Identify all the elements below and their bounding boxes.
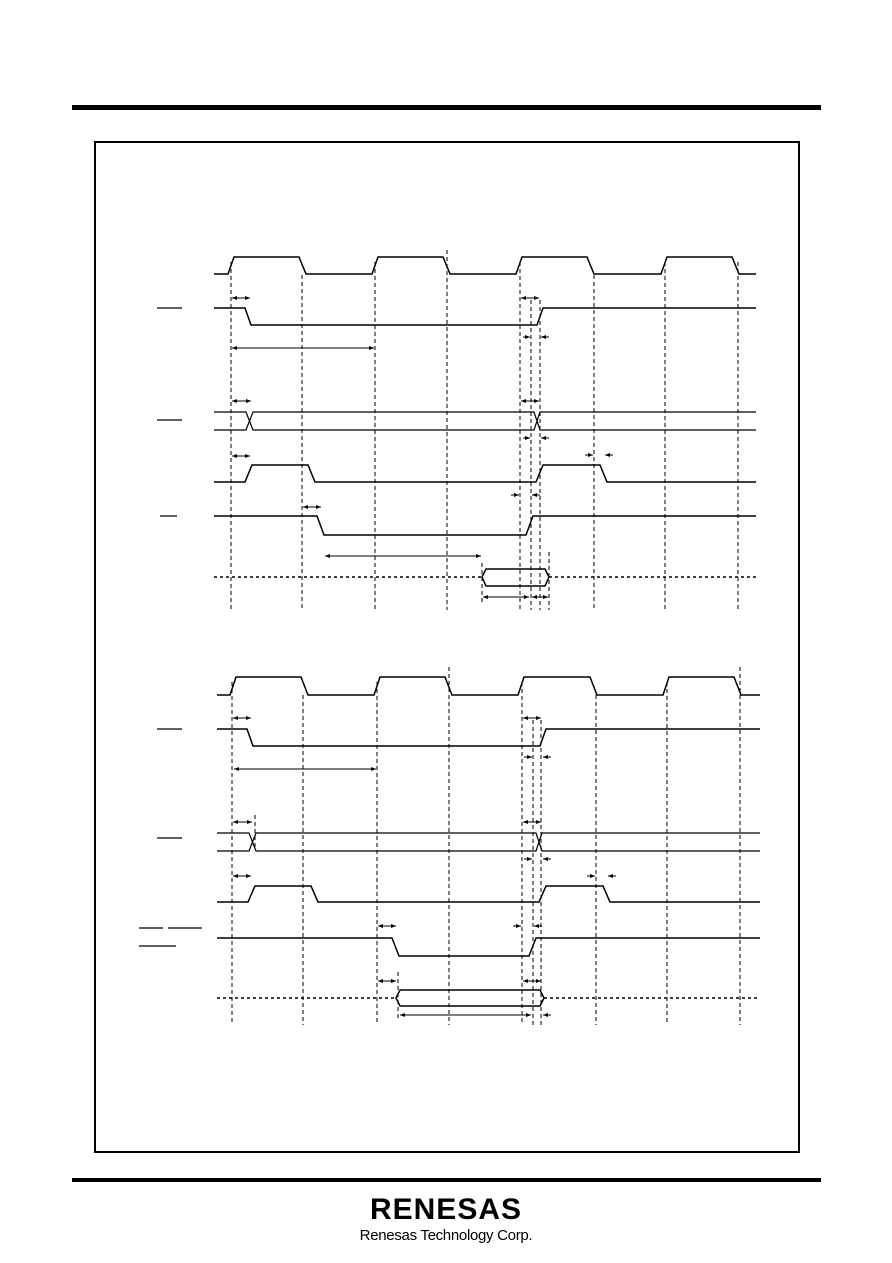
panel-1-data-bus bbox=[214, 568, 756, 587]
footer-rule bbox=[72, 1178, 821, 1182]
panel-1 bbox=[157, 250, 756, 610]
panel-1-signal-3-waveform bbox=[214, 464, 756, 483]
panel-2-data-bus bbox=[217, 989, 760, 1007]
panel-2-clock-waveform bbox=[217, 676, 760, 696]
timing-diagram-frame bbox=[94, 141, 800, 1153]
panel-2-signal-3-waveform bbox=[217, 885, 760, 903]
panel-1-signal-2-waveform bbox=[214, 411, 756, 431]
panel-1-signal-1-waveform bbox=[214, 307, 756, 326]
panel-2 bbox=[139, 667, 760, 1025]
panel-2-signal-2-waveform bbox=[217, 832, 760, 852]
panel-1-guides bbox=[230, 250, 739, 610]
panel-2-signal-1-waveform bbox=[217, 728, 760, 747]
panel-2-signal-4-waveform bbox=[217, 937, 760, 957]
panel-1-clock-waveform bbox=[214, 256, 756, 275]
panel-2-signal-4-label-bars bbox=[139, 927, 202, 947]
panel-2-guides bbox=[231, 667, 741, 1025]
header-rule bbox=[72, 105, 821, 110]
panel-1-signal-4-waveform bbox=[214, 515, 756, 536]
company-name: Renesas Technology Corp. bbox=[359, 1227, 533, 1244]
renesas-logo-icon: RENESAS bbox=[369, 1193, 523, 1226]
footer-logo: RENESAS Renesas Technology Corp. bbox=[300, 1194, 592, 1250]
